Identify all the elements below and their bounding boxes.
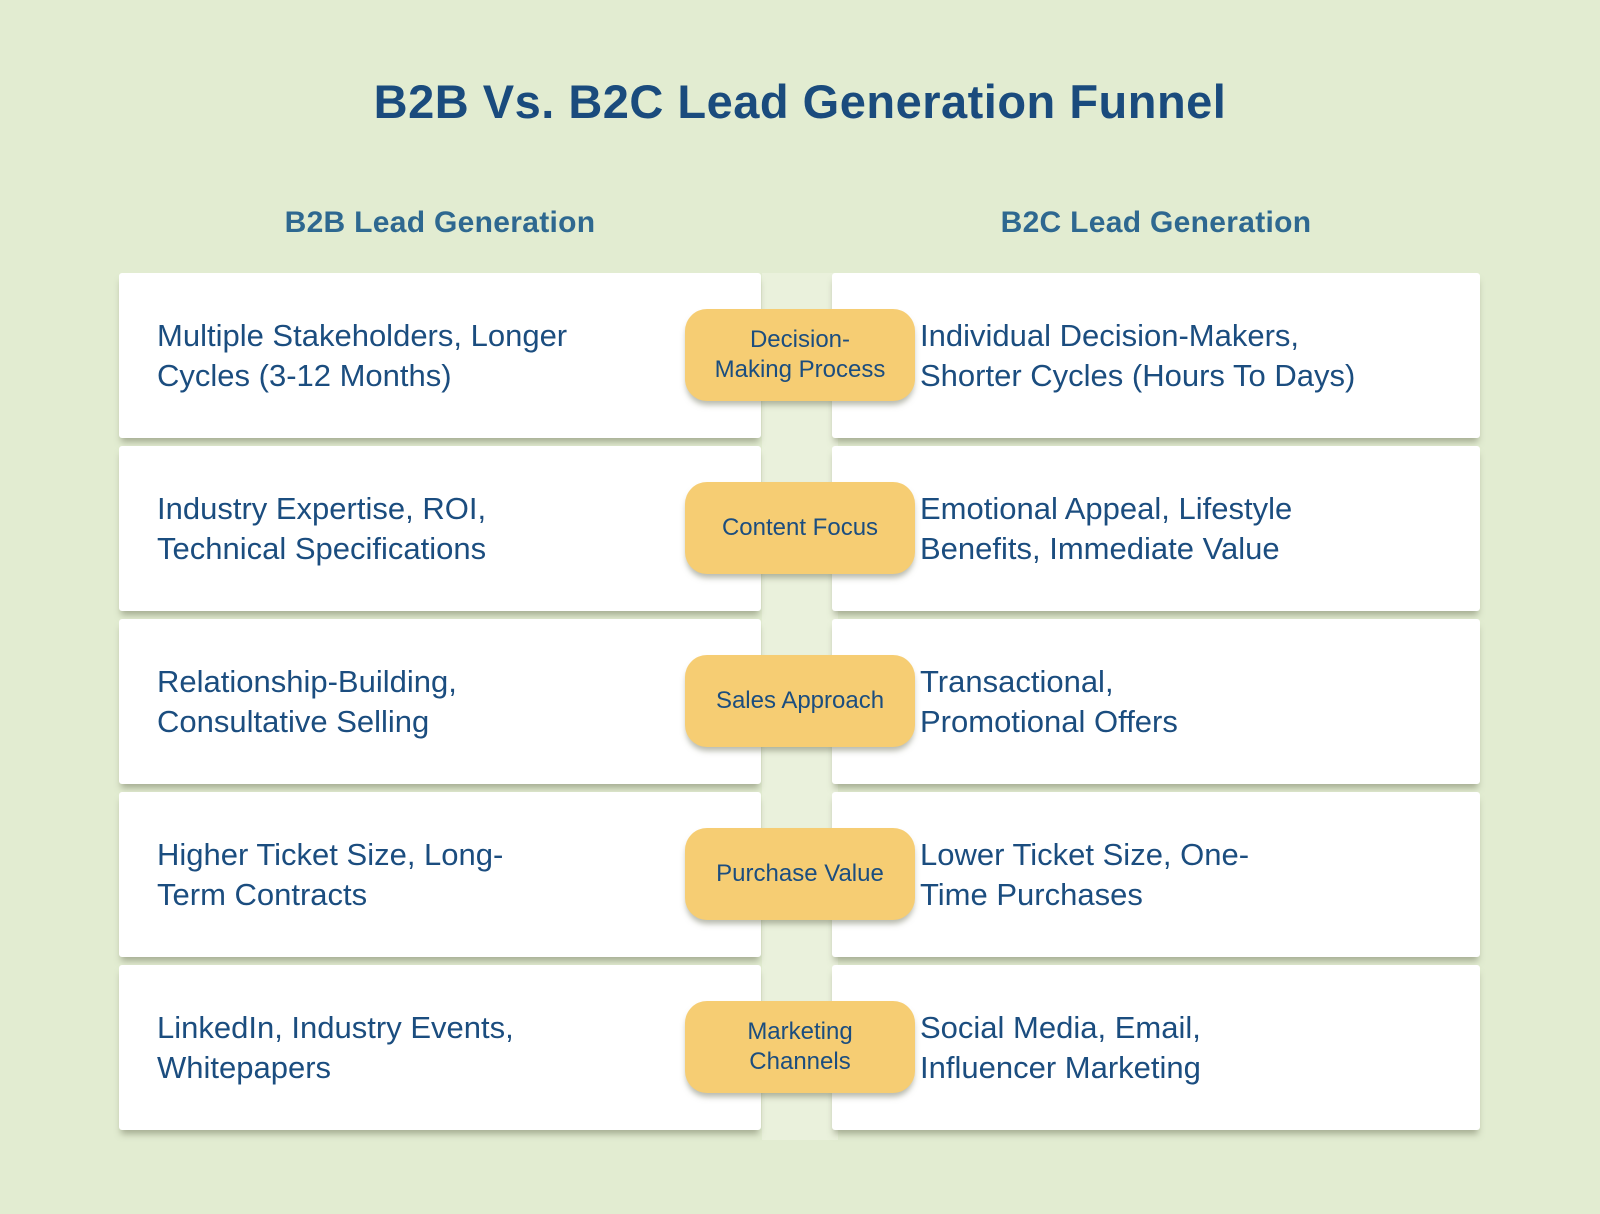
comparison-row-content-focus: Industry Expertise, ROI, Technical Speci… <box>0 446 1600 611</box>
b2c-card-text: Transactional, Promotional Offers <box>920 663 1178 739</box>
comparison-row-sales-approach: Relationship-Building, Consultative Sell… <box>0 619 1600 784</box>
b2b-card: Higher Ticket Size, Long- Term Contracts <box>119 792 761 957</box>
b2b-card-text: Industry Expertise, ROI, Technical Speci… <box>157 490 487 566</box>
b2c-card: Lower Ticket Size, One- Time Purchases <box>832 792 1480 957</box>
row-label-text: Sales Approach <box>715 687 885 714</box>
row-label-pill-marketing-channels: Marketing Channels <box>685 1001 915 1093</box>
row-label-pill-content-focus: Content Focus <box>685 482 915 574</box>
b2c-card: Emotional Appeal, Lifestyle Benefits, Im… <box>832 446 1480 611</box>
b2c-card: Individual Decision-Makers, Shorter Cycl… <box>832 273 1480 438</box>
row-label-text: Decision- Making Process <box>714 326 886 383</box>
b2b-card: Relationship-Building, Consultative Sell… <box>119 619 761 784</box>
b2b-card: Industry Expertise, ROI, Technical Speci… <box>119 446 761 611</box>
b2c-card-text: Social Media, Email, Influencer Marketin… <box>920 1009 1201 1085</box>
row-label-text: Purchase Value <box>716 860 884 887</box>
b2c-card-text: Individual Decision-Makers, Shorter Cycl… <box>920 317 1356 393</box>
b2c-card: Transactional, Promotional Offers <box>832 619 1480 784</box>
comparison-row-decision-making: Multiple Stakeholders, Longer Cycles (3-… <box>0 273 1600 438</box>
comparison-row-marketing-channels: LinkedIn, Industry Events, Whitepapers S… <box>0 965 1600 1130</box>
b2c-card-text: Lower Ticket Size, One- Time Purchases <box>920 836 1250 912</box>
b2b-card-text: Higher Ticket Size, Long- Term Contracts <box>157 836 504 912</box>
row-label-pill-sales-approach: Sales Approach <box>685 655 915 747</box>
b2b-card-text: Relationship-Building, Consultative Sell… <box>157 663 457 739</box>
column-header-b2c: B2C Lead Generation <box>1000 206 1312 239</box>
b2b-card: LinkedIn, Industry Events, Whitepapers <box>119 965 761 1130</box>
column-header-b2b: B2B Lead Generation <box>284 206 596 239</box>
b2c-card-text: Emotional Appeal, Lifestyle Benefits, Im… <box>920 490 1293 566</box>
b2c-card: Social Media, Email, Influencer Marketin… <box>832 965 1480 1130</box>
row-label-pill-purchase-value: Purchase Value <box>685 828 915 920</box>
b2b-card-text: Multiple Stakeholders, Longer Cycles (3-… <box>157 317 568 393</box>
page-title: B2B Vs. B2C Lead Generation Funnel <box>373 75 1227 128</box>
row-label-text: Marketing Channels <box>747 1018 853 1075</box>
row-label-text: Content Focus <box>721 514 879 541</box>
b2b-card: Multiple Stakeholders, Longer Cycles (3-… <box>119 273 761 438</box>
row-label-pill-decision-making: Decision- Making Process <box>685 309 915 401</box>
comparison-row-purchase-value: Higher Ticket Size, Long- Term Contracts… <box>0 792 1600 957</box>
b2b-card-text: LinkedIn, Industry Events, Whitepapers <box>157 1009 514 1085</box>
